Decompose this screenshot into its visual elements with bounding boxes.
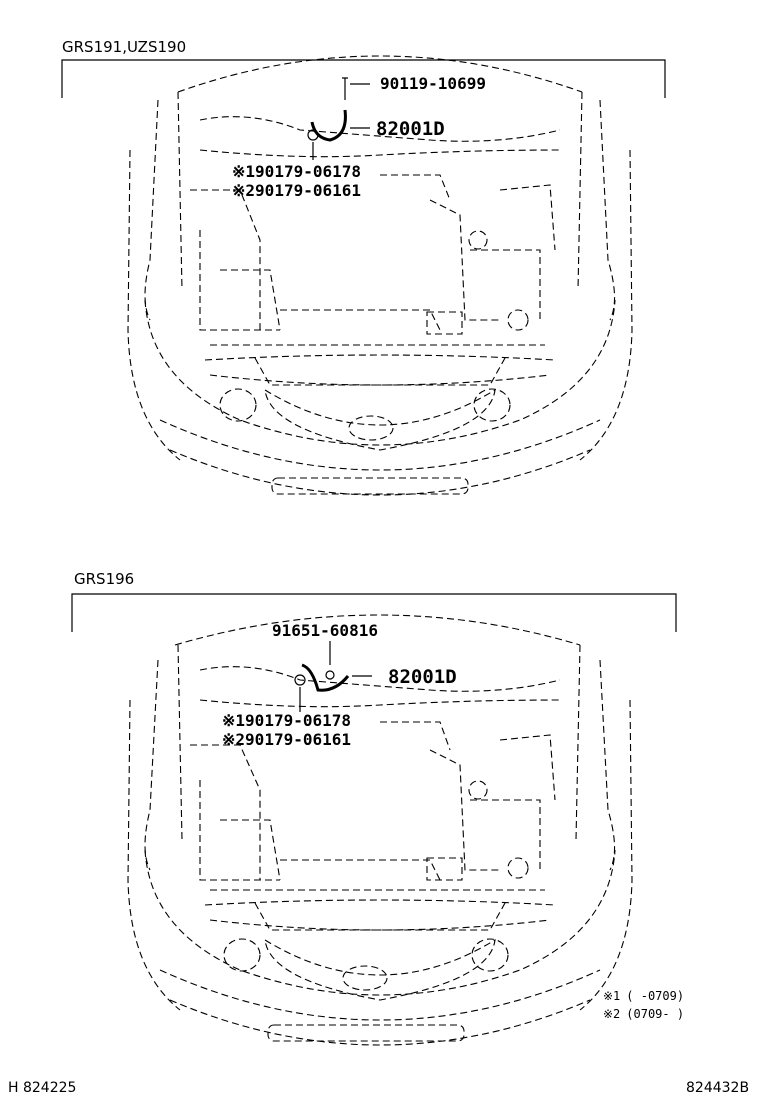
svg-text:82001D: 82001D <box>388 666 457 688</box>
footer-right-code: 824432B <box>686 1080 749 1096</box>
top-car-outline <box>127 55 633 496</box>
top-part-90179-06161: ※290179-06161 <box>232 181 361 200</box>
svg-text:90119-10699: 90119-10699 <box>380 74 486 93</box>
top-part-90179-06178: ※190179-06178 <box>232 162 361 181</box>
svg-text:91651-60816: 91651-60816 <box>272 621 378 640</box>
bottom-bracket <box>71 593 677 632</box>
bottom-part-90179-06178: ※190179-06178 <box>222 711 351 730</box>
top-part-82001d: 82001D <box>310 109 445 142</box>
top-model-label: GRS191,UZS190 <box>62 38 186 56</box>
svg-text:82001D: 82001D <box>376 118 445 140</box>
note-1: ※1( -0709) <box>603 989 684 1003</box>
bottom-car-outline <box>127 614 633 1046</box>
top-bracket <box>61 59 666 98</box>
bottom-part-ground-bolt <box>294 674 451 751</box>
bottom-part-91651-60816: 91651-60816 <box>272 621 378 665</box>
bottom-model-label: GRS196 <box>74 570 134 588</box>
bottom-part-90179-06161: ※290179-06161 <box>222 730 351 749</box>
note-2: ※2(0709- ) <box>603 1007 684 1021</box>
top-part-90119-10699: 90119-10699 <box>342 74 486 100</box>
top-part-ground-bolt <box>307 129 451 201</box>
top-diagram: GRS191,UZS190 <box>61 38 666 496</box>
legend-notes: ※1( -0709) ※2(0709- ) <box>603 989 684 1021</box>
footer-left-code: H 824225 <box>8 1080 76 1096</box>
bottom-diagram: GRS196 <box>71 570 677 1046</box>
bottom-part-82001d: 82001D <box>301 663 457 692</box>
